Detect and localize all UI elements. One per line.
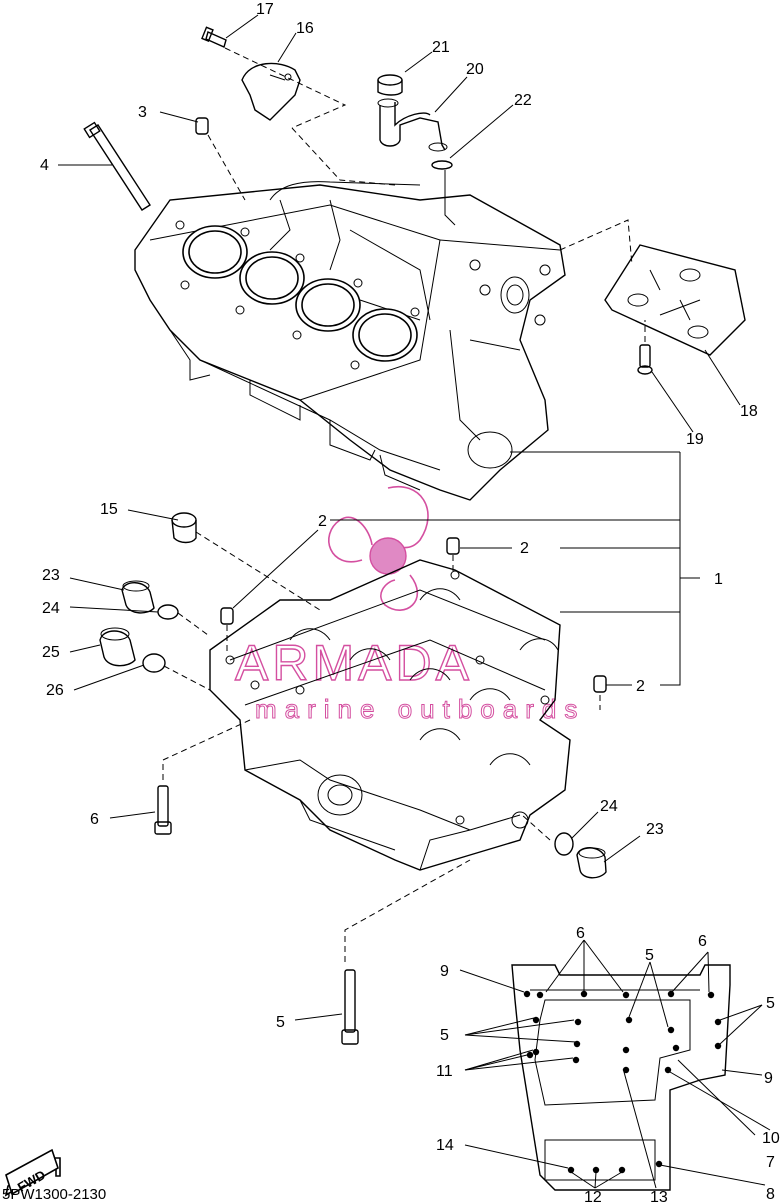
plug-25 xyxy=(99,627,136,667)
callout-2-upper: 2 xyxy=(318,513,327,530)
leader-lines xyxy=(58,14,771,1189)
plug-23-right xyxy=(576,847,607,879)
callout-5-main: 5 xyxy=(276,1014,285,1031)
dowel-pin-3 xyxy=(195,117,209,135)
callout-8: 8 xyxy=(766,1186,775,1203)
plug-15 xyxy=(171,512,197,544)
upper-crankcase xyxy=(134,170,566,501)
callout-18: 18 xyxy=(740,403,758,420)
callout-23-right: 23 xyxy=(646,821,664,838)
callout-17: 17 xyxy=(256,1,274,18)
callout-16: 16 xyxy=(296,20,314,37)
hose-clip-21 xyxy=(377,74,403,96)
callout-2-right: 2 xyxy=(520,540,529,557)
callout-6-inset-left: 6 xyxy=(576,925,585,942)
callout-13: 13 xyxy=(650,1189,668,1204)
watermark-propeller-logo xyxy=(328,485,429,611)
callout-25: 25 xyxy=(42,644,60,661)
callout-15: 15 xyxy=(100,501,118,518)
watermark: ARMADA marine outboards xyxy=(234,485,585,725)
bolt-17 xyxy=(201,26,227,48)
breather-hose-20 xyxy=(377,98,448,152)
callout-12: 12 xyxy=(584,1189,602,1204)
small-parts xyxy=(83,26,746,1045)
callout-26: 26 xyxy=(46,682,64,699)
bolt-6 xyxy=(154,785,172,835)
callout-9-left: 9 xyxy=(440,963,449,980)
callout-7: 7 xyxy=(766,1154,775,1171)
callout-2-lower: 2 xyxy=(636,678,645,695)
o-ring-26 xyxy=(142,653,166,673)
o-ring-24-left xyxy=(157,604,179,620)
callout-9-right: 9 xyxy=(764,1070,773,1087)
callout-5-inset-top: 5 xyxy=(645,947,654,964)
callout-22: 22 xyxy=(514,92,532,109)
dowel-pin-2-right xyxy=(593,675,607,693)
breather-cover-16 xyxy=(241,62,301,121)
o-ring-22 xyxy=(431,160,453,170)
callouts: 17 16 21 20 22 3 4 18 19 15 2 2 2 1 23 2… xyxy=(40,1,780,1204)
lower-crankcase xyxy=(209,559,571,871)
callout-14: 14 xyxy=(436,1137,454,1154)
callout-11: 11 xyxy=(436,1063,453,1080)
stud-bolt-4 xyxy=(83,121,151,211)
bolt-19 xyxy=(637,344,653,375)
bolt-5 xyxy=(341,969,359,1045)
callout-1: 1 xyxy=(714,571,723,588)
dowel-pin-2-upper xyxy=(446,537,460,555)
callout-23-left: 23 xyxy=(42,567,60,584)
callout-3: 3 xyxy=(138,104,147,121)
plug-23-left xyxy=(121,580,155,614)
o-ring-24-right xyxy=(554,832,574,856)
callout-5-inset-left: 5 xyxy=(440,1027,449,1044)
diagram-code: 5PW1300-2130 xyxy=(2,1186,106,1203)
callout-5-inset-right: 5 xyxy=(766,995,775,1012)
callout-24-right: 24 xyxy=(600,798,618,815)
assembly-guide-lines xyxy=(162,47,646,962)
bolt-tightening-pattern xyxy=(511,964,731,1191)
callout-19: 19 xyxy=(686,431,704,448)
callout-10: 10 xyxy=(762,1130,780,1147)
callout-20: 20 xyxy=(466,61,484,78)
callout-24-left: 24 xyxy=(42,600,60,617)
callout-4: 4 xyxy=(40,157,49,174)
cover-plate-18 xyxy=(604,244,746,356)
callout-6-main: 6 xyxy=(90,811,99,828)
watermark-tagline: marine outboards xyxy=(255,694,585,724)
callout-21: 21 xyxy=(432,39,450,56)
callout-6-inset-right: 6 xyxy=(698,933,707,950)
dowel-pin-2-left xyxy=(220,607,234,625)
